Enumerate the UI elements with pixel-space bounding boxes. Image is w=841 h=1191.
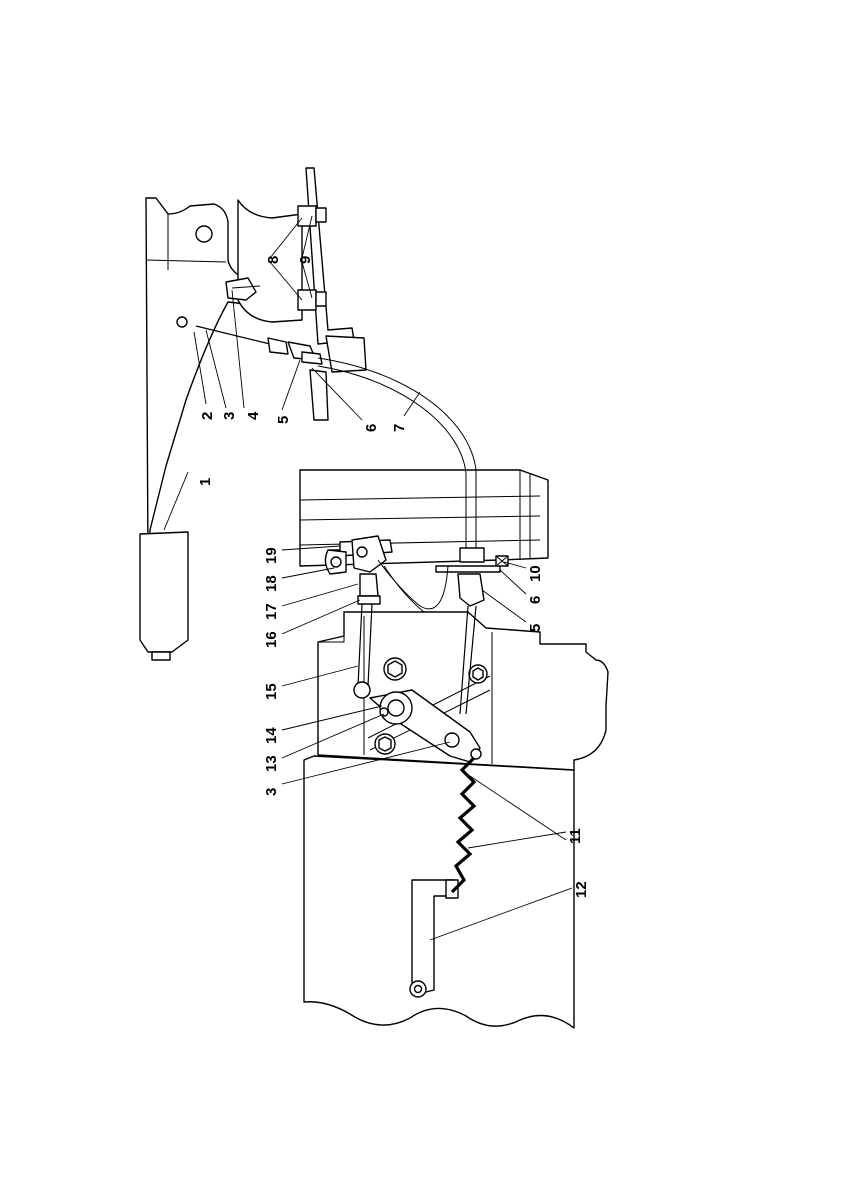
callout-8: 8 bbox=[265, 256, 282, 264]
callout-14: 14 bbox=[263, 727, 280, 744]
callout-11: 11 bbox=[567, 828, 584, 844]
callout-17: 17 bbox=[263, 603, 280, 620]
callout-6: 6 bbox=[363, 424, 380, 432]
callout-4: 4 bbox=[245, 411, 262, 420]
callout-5-lower: 5 bbox=[527, 624, 544, 632]
callout-10: 10 bbox=[527, 565, 544, 582]
lower-housing bbox=[304, 756, 574, 1028]
upper-housing bbox=[300, 470, 548, 574]
callout-16: 16 bbox=[263, 631, 280, 648]
callout-18: 18 bbox=[263, 575, 280, 592]
callout-3-lower: 3 bbox=[263, 788, 280, 796]
callout-5: 5 bbox=[275, 416, 292, 424]
callout-3: 3 bbox=[221, 412, 238, 420]
callout-1: 1 bbox=[197, 478, 214, 486]
mounting-bracket bbox=[226, 168, 366, 420]
callout-2: 2 bbox=[199, 412, 216, 420]
callout-15: 15 bbox=[263, 683, 280, 700]
callout-19: 19 bbox=[263, 547, 280, 564]
callout-12: 12 bbox=[573, 881, 590, 898]
callout-13: 13 bbox=[263, 755, 280, 772]
callout-7: 7 bbox=[391, 424, 408, 432]
callout-6-lower: 6 bbox=[527, 596, 544, 604]
callout-9: 9 bbox=[297, 256, 314, 264]
